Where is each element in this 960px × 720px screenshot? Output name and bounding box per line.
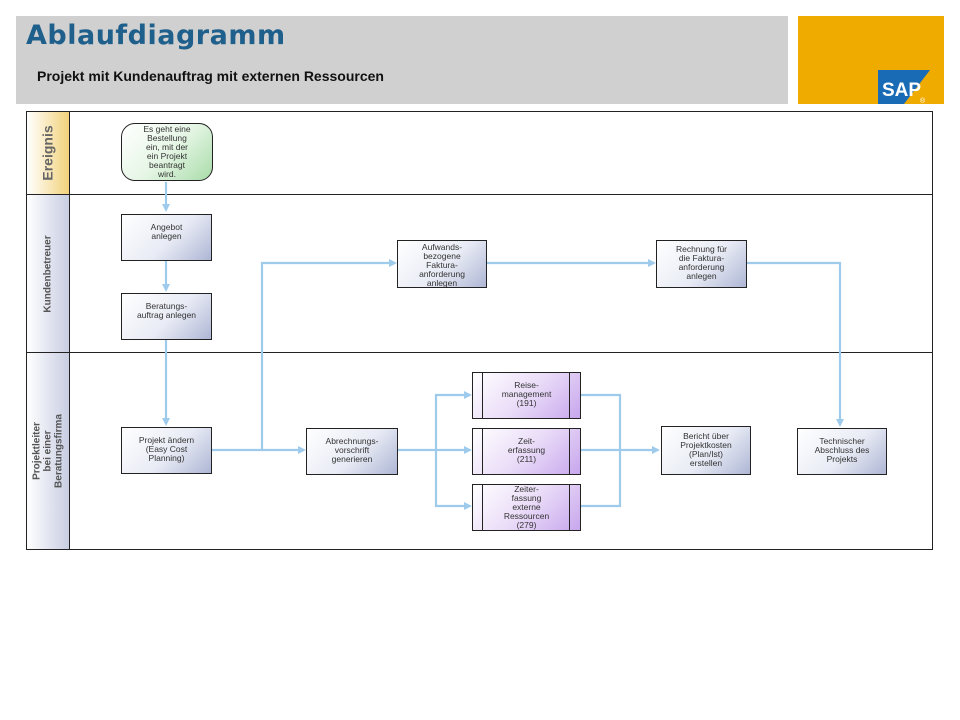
task-technical-close: Technischer Abschluss des Projekts xyxy=(797,428,887,475)
lane-label-account-manager: Kundenbetreuer xyxy=(27,195,70,352)
task-generate-settlement-rule: Abrechnungs- vorschrift generieren xyxy=(306,428,398,475)
lane-divider xyxy=(27,352,932,353)
sap-logo-text: SAP xyxy=(882,80,921,101)
task-change-project: Projekt ändern (Easy Cost Planning) xyxy=(121,427,212,474)
task-create-billing-request: Aufwands- bezogene Faktura- anforderung … xyxy=(397,240,487,288)
subprocess-time-recording: Zeit- erfassung (211) xyxy=(472,428,581,475)
lane-divider xyxy=(27,194,932,195)
subprocess-external-time-recording: Zeiter- fassung externe Ressourcen (279) xyxy=(472,484,581,531)
logo-panel xyxy=(798,16,944,104)
sap-logo: SAP ® xyxy=(878,70,930,104)
page-title: Ablaufdiagramm xyxy=(26,20,286,51)
task-create-consulting-order: Beratungs- auftrag anlegen xyxy=(121,293,212,340)
event-order-received: Es geht eine Bestellung ein, mit der ein… xyxy=(121,123,213,181)
task-create-quotation: Angebot anlegen xyxy=(121,214,212,261)
task-project-cost-report: Bericht über Projektkosten (Plan/Ist) er… xyxy=(661,426,751,475)
page-subtitle: Projekt mit Kundenauftrag mit externen R… xyxy=(37,68,384,84)
task-invoice-billing-request: Rechnung für die Faktura- anforderung an… xyxy=(656,240,747,288)
lane-label-event: Ereignis xyxy=(27,112,70,194)
sap-logo-mark xyxy=(878,70,930,104)
sap-logo-registered: ® xyxy=(920,97,926,104)
lane-label-project-manager: Projektleiter bei einer Beratungsfirma xyxy=(27,353,70,549)
subprocess-travel-management: Reise- management (191) xyxy=(472,372,581,419)
header-bar xyxy=(16,16,788,104)
